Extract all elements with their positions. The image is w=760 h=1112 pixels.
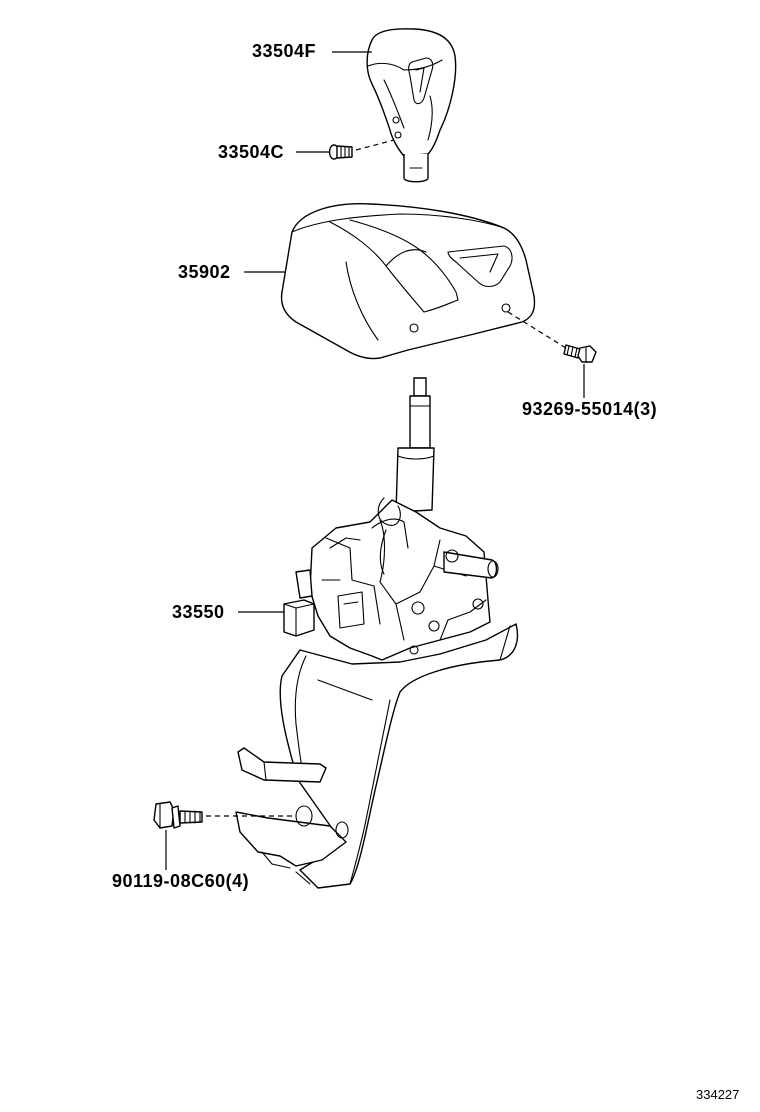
shift-lever-cover-icon — [280, 203, 536, 360]
part-number-label-cover: 35902 — [178, 262, 231, 282]
assembly-line-cover-screw — [507, 311, 567, 349]
part-number-label-lever-assembly: 33550 — [172, 602, 225, 622]
shift-knob-icon — [366, 28, 457, 183]
assembly-line-knob-screw — [355, 139, 395, 151]
diagram-reference-number: 334227 — [696, 1087, 740, 1102]
part-number-label-knob-screw: 33504C — [218, 142, 285, 162]
flange-bolt-icon — [153, 801, 203, 829]
screw-icon — [563, 344, 597, 363]
screw-icon — [328, 144, 353, 160]
part-number-label-knob: 33504F — [252, 41, 317, 61]
shift-lever-assembly-icon — [235, 377, 519, 889]
part-number-label-bolt: 90119-08C60(4) — [112, 871, 250, 891]
part-number-label-cover-screw: 93269-55014(3) — [522, 399, 658, 419]
